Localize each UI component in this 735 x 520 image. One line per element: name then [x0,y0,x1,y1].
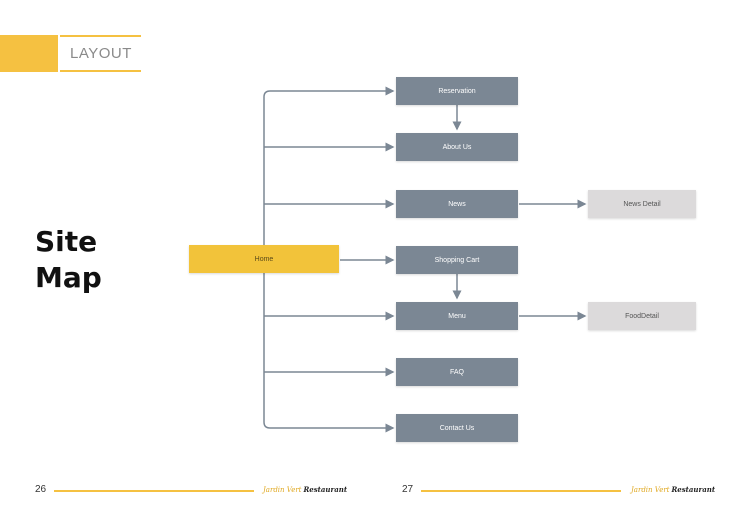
node-reservation: Reservation [396,77,518,105]
page-title: Site Map [35,224,155,296]
node-contact-us: Contact Us [396,414,518,442]
header-accent-block [0,35,58,72]
footer-page-number-left: 26 [35,484,47,495]
footer-brand-script: Jardin Vert [631,486,670,494]
section-title: LAYOUT [60,35,141,72]
node-menu: Menu [396,302,518,330]
node-news-detail: News Detail [588,190,696,218]
footer-page-number-right: 27 [402,484,414,495]
node-home: Home [189,245,339,273]
node-faq: FAQ [396,358,518,386]
page-title-line2: Map [35,261,102,294]
node-news: News [396,190,518,218]
page-title-line1: Site [35,225,98,258]
node-about-us: About Us [396,133,518,161]
footer-brand-right: Jardin Vert Restaurant [631,485,715,494]
node-food-detail: FoodDetail [588,302,696,330]
footer-brand-left: Jardin Vert Restaurant [263,485,347,494]
node-shopping-cart: Shopping Cart [396,246,518,274]
footer-brand-name: Restaurant [303,485,348,494]
footer-brand-script: Jardin Vert [263,486,302,494]
footer-brand-name: Restaurant [671,485,716,494]
footer-divider-left [54,490,254,492]
footer-divider-right [421,490,621,492]
